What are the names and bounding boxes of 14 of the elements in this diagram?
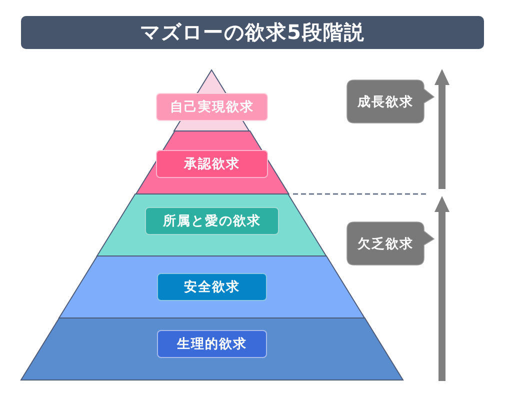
level-label: 承認欲求 — [156, 150, 268, 178]
pyramid-level — [21, 318, 403, 380]
speech-bubble — [347, 222, 434, 265]
level-label: 所属と愛の欲求 — [144, 207, 279, 235]
pyramid-level — [97, 194, 327, 256]
title-banner: マズローの欲求5段階説 — [21, 16, 484, 49]
bubble-label: 欠乏欲求 — [356, 236, 414, 254]
level-label: 生理的欲求 — [157, 330, 267, 358]
bubble-label: 成長欲求 — [356, 94, 414, 112]
pyramid-level — [136, 131, 288, 194]
level-label: 自己実現欲求 — [156, 93, 268, 121]
pyramid-level — [59, 256, 365, 318]
speech-bubble — [347, 80, 434, 123]
level-label: 安全欲求 — [156, 273, 267, 301]
